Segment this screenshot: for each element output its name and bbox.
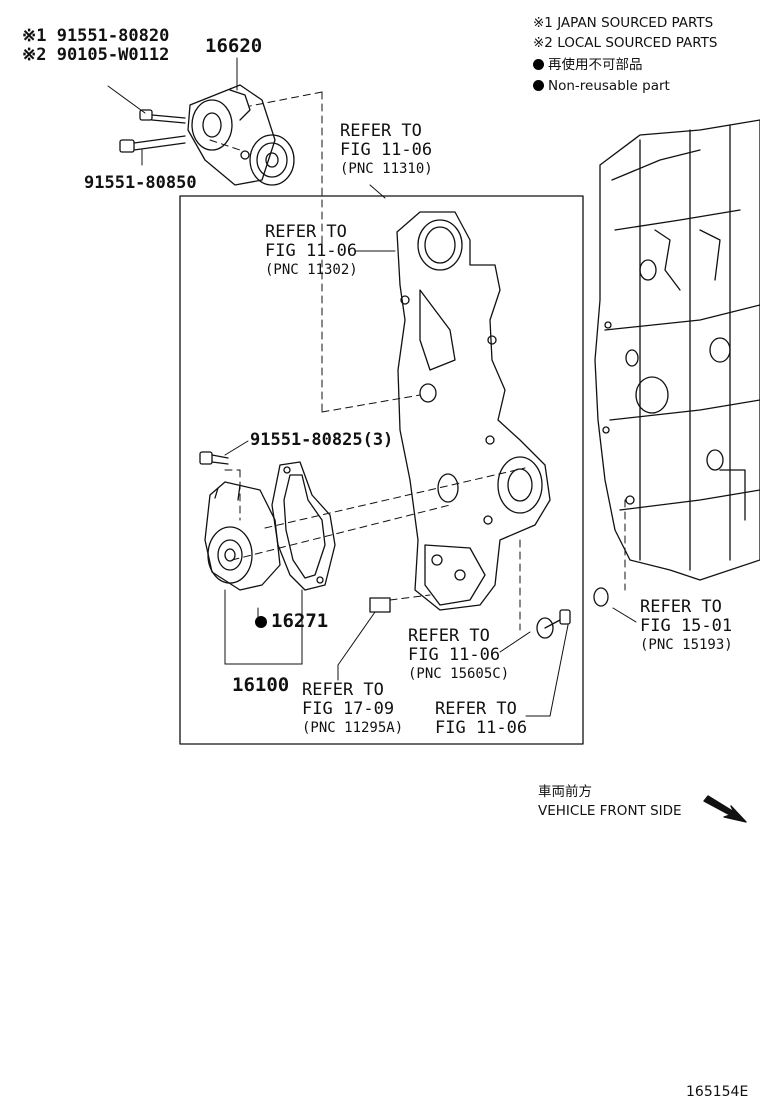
refer-callout-15605c[interactable]: REFER TO FIG 11-06 (PNC 15605C): [408, 626, 510, 683]
pump-bolt: [200, 452, 228, 464]
leader-lines: [108, 58, 636, 716]
front-label-en: VEHICLE FRONT SIDE: [538, 803, 682, 819]
nonreuse-dot-icon: [255, 616, 267, 628]
part-label-bolt-japan[interactable]: ※1 91551-80820: [22, 26, 170, 46]
tensioner-drawing: [188, 85, 294, 185]
group-frame: [180, 196, 583, 744]
refer-callout-11295a[interactable]: REFER TO FIG 17-09 (PNC 11295A): [302, 680, 404, 737]
water-pump-drawing: [205, 482, 280, 590]
refer-callout-11302[interactable]: REFER TO FIG 11-06 (PNC 11302): [265, 222, 358, 279]
part-label-tensioner[interactable]: 16620: [205, 35, 263, 57]
part-label-gasket[interactable]: 16271: [255, 612, 328, 631]
part-label-bolt-lower[interactable]: 91551-80850: [84, 173, 197, 193]
o-ring: [594, 588, 608, 606]
nonreuse-dot-icon: [533, 59, 544, 70]
legend-nonreuse-jp: 再使用不可部品: [533, 58, 643, 73]
part-label-water-pump[interactable]: 16100: [232, 674, 290, 696]
legend-japan: ※1 JAPAN SOURCED PARTS: [533, 15, 714, 31]
tensioner-bolts: [120, 110, 185, 152]
refer-callout-15193[interactable]: REFER TO FIG 15-01 (PNC 15193): [640, 597, 733, 654]
engine-block-drawing: [595, 120, 760, 580]
part-label-bolt-local[interactable]: ※2 90105-W0112: [22, 45, 170, 65]
legend-nonreuse-en: Non-reusable part: [533, 79, 670, 94]
dashed-guide-lines: [210, 92, 625, 630]
timing-cover-drawing: [397, 212, 550, 610]
gasket-drawing: [272, 462, 335, 590]
part-label-bolt-pump[interactable]: 91551-80825(3): [250, 430, 394, 450]
nonreuse-dot-icon: [533, 80, 544, 91]
front-label-jp: 車両前方: [538, 784, 592, 800]
seal-piece: [370, 598, 390, 612]
legend-local: ※2 LOCAL SOURCED PARTS: [533, 35, 718, 51]
refer-callout-fig-11-06[interactable]: REFER TO FIG 11-06: [435, 699, 528, 738]
refer-callout-11310[interactable]: REFER TO FIG 11-06 (PNC 11310): [340, 121, 433, 178]
figure-id: 165154E: [686, 1084, 749, 1100]
sensor-bolts: [537, 610, 570, 638]
front-arrow: [704, 796, 746, 822]
